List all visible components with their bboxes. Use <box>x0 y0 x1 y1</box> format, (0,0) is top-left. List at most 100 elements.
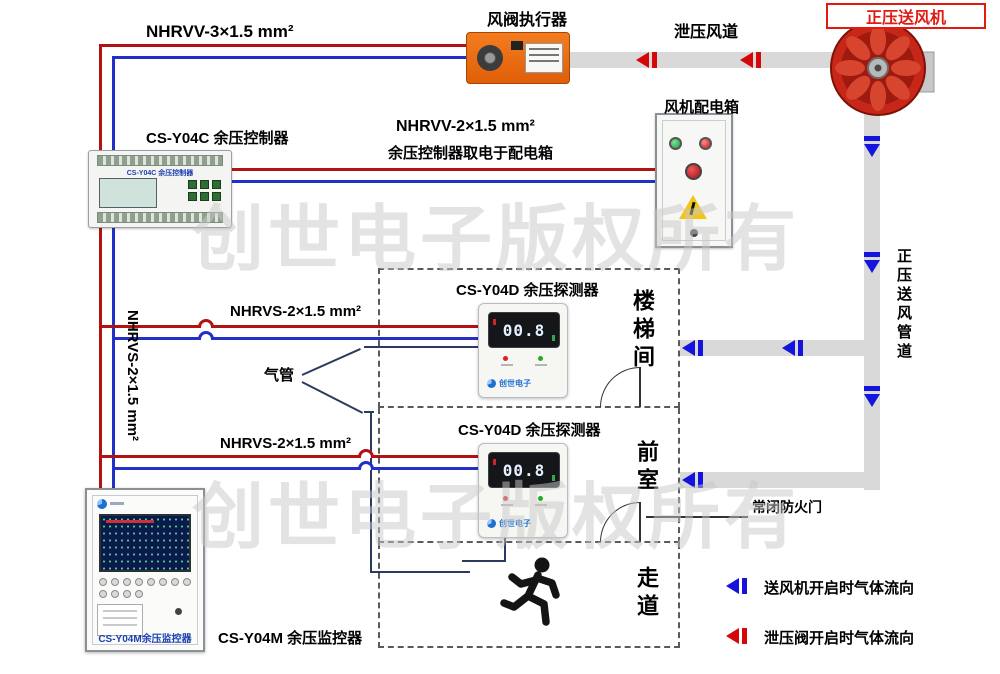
label-room-stairwell: 楼梯间 <box>630 289 655 373</box>
terminal-strip <box>97 212 223 223</box>
blue-flow-arrow-icon <box>782 340 803 356</box>
detector-value: 00.8 <box>502 320 546 340</box>
detector-display: 00.8 <box>488 452 560 488</box>
red-flow-arrow-icon <box>740 52 761 68</box>
pressure-detector-stairwell: 00.8 创世电子 <box>478 303 568 398</box>
pressure-fan-image <box>830 20 935 116</box>
controller-keys <box>188 180 221 201</box>
label-supply-duct: 正压送风管道 <box>895 248 912 362</box>
pressure-detector-anteroom: 00.8 创世电子 <box>478 443 568 538</box>
blue-flow-arrow-icon <box>864 136 880 157</box>
blue-flow-arrow-icon <box>864 252 880 273</box>
brand-logo: 创世电子 <box>487 378 531 389</box>
legend-relief-text: 泄压阀开启时气体流向 <box>764 630 915 647</box>
air-tube-line <box>364 346 478 348</box>
label-detector-2: CS-Y04D 余压探测器 <box>458 422 601 439</box>
label-fire-door: 常闭防火门 <box>752 499 822 515</box>
terminal-strip <box>97 155 223 166</box>
label-cable-top: NHRVV-3×1.5 mm² <box>146 22 294 41</box>
detector-indicators <box>479 356 567 361</box>
air-tube-leader <box>301 348 361 376</box>
controller-lcd <box>99 178 157 208</box>
label-cable-power-note: 余压控制器取电于配电箱 <box>388 145 554 162</box>
air-tube-line <box>462 560 506 562</box>
brand-logo-icon <box>487 519 496 528</box>
cs-y04c-controller: CS-Y04C 余压控制器 <box>88 150 232 228</box>
wire-red-riser <box>99 228 102 490</box>
air-tube-leader <box>301 381 364 414</box>
wire-blue-power <box>232 180 655 183</box>
label-detector-1: CS-Y04D 余压探测器 <box>456 282 599 299</box>
legend-blue-arrow-icon <box>726 578 747 594</box>
supply-duct-branch-anteroom <box>680 472 864 488</box>
monitor-card <box>97 604 143 636</box>
warning-triangle-icon <box>679 195 707 219</box>
detector-value: 00.8 <box>502 460 546 480</box>
wire-jump-icon <box>358 449 374 458</box>
red-lamp-icon <box>699 137 712 150</box>
air-tube-line <box>364 411 374 413</box>
label-monitor: CS-Y04M 余压监控器 <box>218 630 363 647</box>
relief-duct <box>560 52 866 68</box>
fire-door-leaf <box>639 367 641 407</box>
wire-blue-branch2 <box>112 467 478 470</box>
air-tube-line <box>370 411 372 573</box>
label-cable-branch-2: NHRVS-2×1.5 mm² <box>220 435 352 452</box>
actuator-shaft-icon <box>477 45 503 71</box>
monitor-screen <box>99 514 191 572</box>
wire-blue-actuator-v <box>112 56 115 152</box>
wire-red-power <box>232 168 655 171</box>
label-dist-box: 风机配电箱 <box>664 99 740 116</box>
distbox-panel <box>662 120 726 241</box>
supply-duct-branch-stairwell <box>680 340 864 356</box>
green-lamp-icon <box>669 137 682 150</box>
actuator-block <box>511 41 523 50</box>
runner-icon <box>500 557 560 626</box>
label-controller: CS-Y04C 余压控制器 <box>146 130 289 147</box>
label-actuator: 风阀执行器 <box>487 12 568 29</box>
label-air-tube: 气管 <box>264 367 295 384</box>
fire-door-leaf <box>639 502 641 542</box>
damper-actuator <box>466 32 570 84</box>
room-box-anteroom <box>378 408 680 543</box>
monitor-buttons <box>99 578 191 598</box>
monitor-nameplate: CS-Y04M余压监控器 <box>98 634 192 645</box>
detector-display: 00.8 <box>488 312 560 348</box>
air-tube-line <box>504 538 506 562</box>
supply-duct-vertical <box>864 108 880 490</box>
brand-text: 创世电子 <box>499 519 531 528</box>
cs-y04m-monitor: CS-Y04M余压监控器 <box>85 488 205 652</box>
wire-jump-icon <box>198 331 214 340</box>
label-room-corridor: 走道 <box>634 566 659 622</box>
fire-door-leader <box>646 516 748 518</box>
keyhole-icon <box>690 229 698 237</box>
legend-red-arrow-icon <box>726 628 747 644</box>
brand-logo: 创世电子 <box>487 518 531 529</box>
red-flow-arrow-icon <box>636 52 657 68</box>
brand-logo-icon <box>487 379 496 388</box>
label-cable-riser: NHRVS-2×1.5 mm² <box>124 310 141 442</box>
wire-jump-icon <box>198 319 214 328</box>
red-push-button-icon <box>685 163 702 180</box>
blue-flow-arrow-icon <box>864 386 880 407</box>
monitor-panel <box>92 495 198 645</box>
label-relief-duct: 泄压风道 <box>674 24 739 41</box>
wire-jump-icon <box>358 461 374 470</box>
wire-blue-riser <box>112 228 115 490</box>
brand-text: 创世电子 <box>499 379 531 388</box>
fan-distribution-box <box>655 113 733 248</box>
label-cable-power: NHRVV-2×1.5 mm² <box>396 118 535 135</box>
blue-flow-arrow-icon <box>682 472 703 488</box>
room-box-corridor <box>378 543 680 648</box>
label-cable-branch-1: NHRVS-2×1.5 mm² <box>230 303 362 320</box>
keyhole-icon <box>175 608 182 615</box>
label-fan: 正压送风机 <box>826 3 986 29</box>
blue-flow-arrow-icon <box>682 340 703 356</box>
actuator-nameplate <box>525 43 563 73</box>
air-tube-line <box>370 571 470 573</box>
label-room-anteroom: 前室 <box>634 440 659 496</box>
wire-red-branch2 <box>99 455 478 458</box>
wire-red-actuator-v <box>99 44 102 152</box>
brand-logo-icon <box>97 499 124 509</box>
